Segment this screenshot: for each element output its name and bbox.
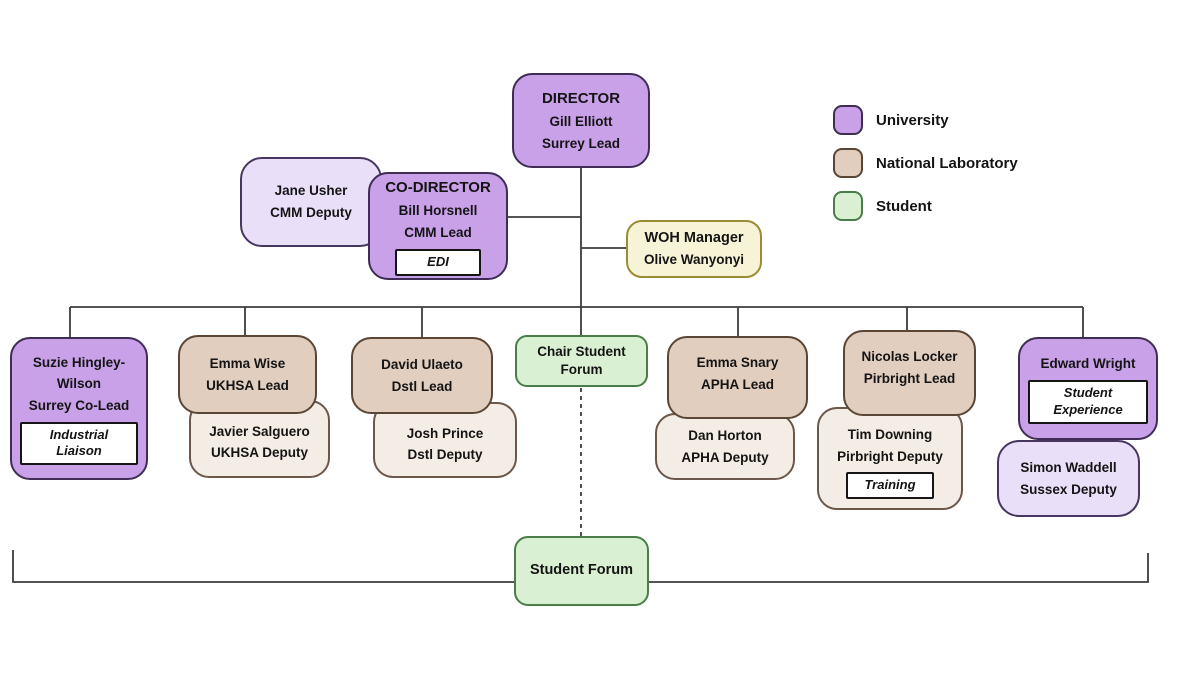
node-ukhsa-lead: Emma Wise UKHSA Lead [178,335,317,414]
director-role: Surrey Lead [541,135,621,151]
legend-item-national-laboratory: National Laboratory [833,148,1018,178]
legend-item-student: Student [833,191,1018,221]
node-pirbright-lead: Nicolas Locker Pirbright Lead [843,330,976,416]
dstl-deputy-role: Dstl Deputy [407,447,483,463]
pirbright-deputy-name: Tim Downing [847,426,933,442]
director-name: Gill Elliott [549,113,613,129]
university-swatch [833,105,863,135]
chair-student-forum-label: Chair Student Forum [537,343,626,377]
student-forum-label: Student Forum [529,562,634,579]
legend-label: Student [876,197,932,215]
cmm-deputy-name: Jane Usher [274,183,348,199]
ukhsa-lead-role: UKHSA Lead [206,377,289,393]
node-edward-wright: Edward Wright Student Experience [1018,337,1158,440]
node-woh-manager: WOH Manager Olive Wanyonyi [626,220,762,278]
node-student-forum: Student Forum [514,536,649,606]
ukhsa-lead-name: Emma Wise [209,355,286,371]
edward-wright-name: Edward Wright [1040,356,1136,372]
legend-item-university: University [833,105,1018,135]
apha-lead-name: Emma Snary [696,354,779,370]
ukhsa-deputy-name: Javier Salguero [209,423,310,439]
dstl-lead-role: Dstl Lead [391,378,453,394]
node-sussex-deputy: Simon Waddell Sussex Deputy [997,440,1140,517]
surrey-co-lead-role: Surrey Co-Lead [28,397,130,413]
industrial-liaison-tag: Industrial Liaison [20,421,138,466]
node-director: DIRECTOR Gill Elliott Surrey Lead [512,73,650,168]
co-director-role: CMM Lead [404,225,472,241]
node-surrey-co-lead: Suzie Hingley-Wilson Surrey Co-Lead Indu… [10,337,148,480]
apha-deputy-name: Dan Horton [688,427,762,443]
woh-manager-title: WOH Manager [644,230,744,246]
sussex-deputy-role: Sussex Deputy [1020,481,1117,497]
dstl-lead-name: David Ulaeto [381,356,463,372]
dstl-deputy-name: Josh Prince [406,425,484,441]
legend-label: University [876,111,949,129]
node-apha-lead: Emma Snary APHA Lead [667,336,808,419]
legend: University National Laboratory Student [833,105,1018,234]
node-chair-student-forum: Chair Student Forum [515,335,648,387]
node-co-director: CO-DIRECTOR Bill Horsnell CMM Lead EDI [368,172,508,280]
pirbright-lead-role: Pirbright Lead [863,371,956,386]
training-tag: Training [846,472,934,499]
sussex-deputy-name: Simon Waddell [1020,459,1117,475]
edi-tag: EDI [395,248,481,276]
node-dstl-lead: David Ulaeto Dstl Lead [351,337,493,414]
node-pirbright-deputy: Tim Downing Pirbright Deputy Training [817,407,963,510]
student-swatch [833,191,863,221]
student-experience-tag: Student Experience [1028,379,1148,424]
legend-label: National Laboratory [876,154,1018,172]
ukhsa-deputy-role: UKHSA Deputy [210,445,308,461]
national-laboratory-swatch [833,148,863,178]
pirbright-lead-name: Nicolas Locker [861,349,958,365]
woh-manager-name: Olive Wanyonyi [643,251,745,267]
pirbright-deputy-role: Pirbright Deputy [837,448,943,464]
apha-deputy-role: APHA Deputy [681,449,769,465]
co-director-title: CO-DIRECTOR [385,179,491,197]
cmm-deputy-role: CMM Deputy [270,205,352,220]
director-title: DIRECTOR [541,89,621,107]
node-dstl-deputy: Josh Prince Dstl Deputy [373,402,517,478]
node-apha-deputy: Dan Horton APHA Deputy [655,413,795,480]
node-cmm-deputy: Jane Usher CMM Deputy [240,157,382,247]
surrey-co-lead-name: Suzie Hingley-Wilson [32,354,126,392]
co-director-name: Bill Horsnell [398,203,478,219]
apha-lead-role: APHA Lead [700,376,774,392]
